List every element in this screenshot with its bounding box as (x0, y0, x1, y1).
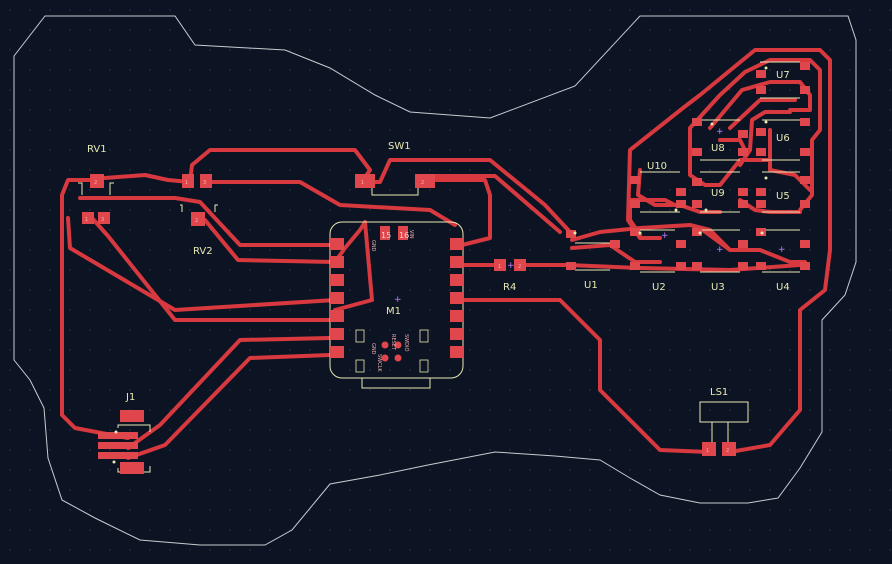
j1-mount-bottom[interactable] (120, 462, 144, 474)
m1-pad-l4[interactable] (330, 292, 344, 304)
m1-pad-r5[interactable] (450, 310, 464, 322)
label-u8: U8 (711, 143, 725, 154)
label-u7: U7 (776, 70, 790, 81)
rv1-pad-2[interactable] (90, 174, 104, 188)
label-m1: M1 (386, 306, 401, 317)
sw1-pad-1[interactable] (355, 174, 375, 188)
j1-pad-3[interactable] (98, 452, 138, 459)
label-sw1: SW1 (388, 141, 411, 152)
label-u4: U4 (776, 282, 790, 293)
m1-pad-r3[interactable] (450, 274, 464, 286)
label-u6: U6 (776, 133, 790, 144)
label-u3: U3 (711, 282, 725, 293)
board-outline (13, 15, 857, 546)
rv1-pad-1[interactable] (82, 212, 94, 224)
sw1-pad-2[interactable] (415, 174, 435, 188)
svg-text:1: 1 (85, 217, 88, 223)
svg-text:+: + (778, 245, 786, 255)
m1-pad-r2[interactable] (450, 256, 464, 268)
rv2-pad-1[interactable] (182, 174, 194, 188)
m1-pad-reset[interactable] (381, 341, 389, 349)
m1-pad-r1[interactable] (450, 238, 464, 250)
label-u9: U9 (711, 188, 725, 199)
m1-vin-label: VIN (408, 230, 414, 239)
m1-reset-label: RESET (390, 334, 396, 351)
j1-pad-1[interactable] (98, 432, 138, 439)
m1-center-mark: + (394, 295, 402, 305)
r4-pad-2[interactable] (514, 259, 526, 271)
j1-pad-2[interactable] (98, 442, 138, 449)
m1-pad-l2[interactable] (330, 256, 344, 268)
svg-text:+: + (716, 245, 724, 255)
pads (82, 62, 810, 474)
m1-gnd2-label: GND (370, 343, 376, 355)
ls1-pad-1[interactable] (702, 442, 716, 456)
r4-center-mark: + (507, 261, 515, 271)
svg-text:+: + (661, 231, 669, 241)
m1-pad-r7[interactable] (450, 346, 464, 358)
svg-text:2: 2 (94, 180, 97, 186)
m1-pad-l6[interactable] (330, 328, 344, 340)
svg-text:+: + (716, 127, 724, 137)
led-pads (566, 62, 810, 270)
label-u10: U10 (647, 161, 667, 172)
label-u5: U5 (776, 191, 790, 202)
m1-pad-l3[interactable] (330, 274, 344, 286)
m1-pad-l7[interactable] (330, 346, 344, 358)
m1-pad-r6[interactable] (450, 328, 464, 340)
rv2-pad-3[interactable] (200, 174, 212, 188)
m1-pad-15[interactable] (380, 226, 390, 240)
label-r4: R4 (503, 282, 516, 293)
svg-text:2: 2 (518, 264, 521, 270)
svg-text:3: 3 (101, 217, 104, 223)
r4-pad-1[interactable] (494, 259, 506, 271)
m1-pin-16-label: 16 (399, 231, 409, 240)
label-rv2: RV2 (193, 246, 213, 257)
m1-pad-l1[interactable] (330, 238, 344, 250)
svg-text:1: 1 (498, 264, 501, 270)
m1-swdio-label: SWDIO (403, 334, 409, 351)
copper-traces (60, 48, 832, 460)
j1-mount-top[interactable] (120, 410, 144, 422)
svg-text:1: 1 (361, 180, 364, 186)
svg-text:3: 3 (203, 180, 206, 186)
m1-gnd-label: GND (370, 240, 376, 252)
m1-pad-16[interactable] (398, 226, 408, 240)
label-u2: U2 (652, 282, 666, 293)
rv1-pad-3[interactable] (98, 212, 110, 224)
svg-text:1: 1 (185, 180, 188, 186)
svg-text:2: 2 (726, 448, 729, 454)
m1-pad-swdio[interactable] (394, 341, 402, 349)
label-u1: U1 (584, 280, 598, 291)
label-j1: J1 (125, 392, 135, 403)
m1-pad-r4[interactable] (450, 292, 464, 304)
rv2-pad-2[interactable] (191, 212, 205, 226)
ls1-pad-2[interactable] (722, 442, 736, 456)
svg-text:2: 2 (195, 218, 198, 224)
m1-pad-l5[interactable] (330, 310, 344, 322)
module-keepouts (355, 329, 429, 373)
label-rv1: RV1 (87, 144, 107, 155)
svg-text:1: 1 (706, 448, 709, 454)
svg-text:2: 2 (421, 180, 424, 186)
label-ls1: LS1 (710, 387, 728, 398)
m1-pin-15-label: 15 (381, 231, 391, 240)
m1-pad-gnd2[interactable] (381, 354, 389, 362)
buzzer-outline (699, 401, 749, 423)
m1-swclk-label: SWCLK (376, 354, 382, 372)
m1-pad-swclk[interactable] (394, 354, 402, 362)
pad-markers: 2 1 3 1 3 2 1 2 1 2 1 2 + + + + + + (85, 66, 786, 464)
